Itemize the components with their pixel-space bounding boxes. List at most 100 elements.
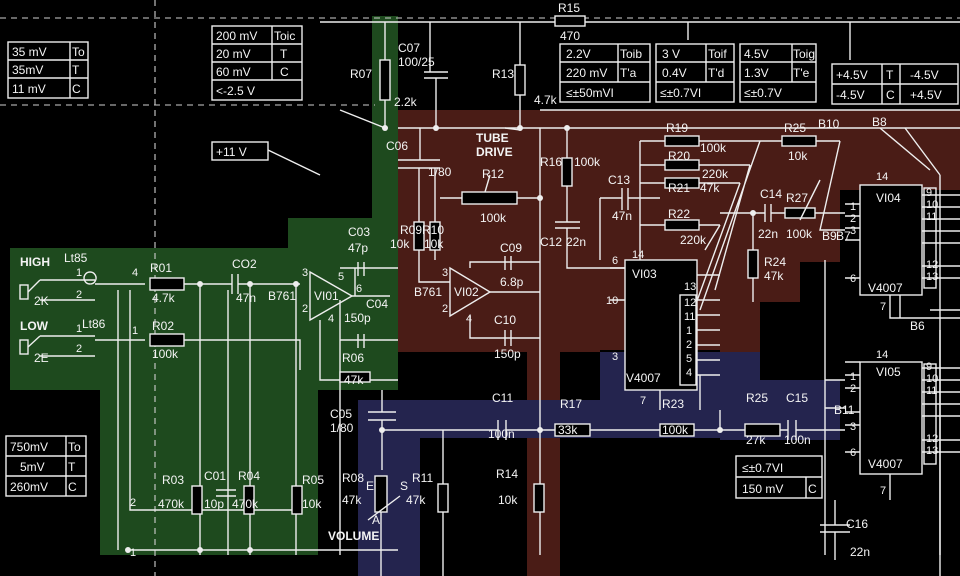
t6-r1c: -4.5V <box>910 68 939 82</box>
t7-r3a: 260mV <box>10 480 48 494</box>
table-t7 <box>5 435 87 497</box>
vi04-pin-2: 2 <box>850 213 856 225</box>
label-c09: C09 <box>500 241 522 255</box>
value-r04: 470k <box>232 497 259 511</box>
vi05-pin-10: 10 <box>926 373 938 385</box>
t7-r2b: T <box>68 460 76 474</box>
table-t2 <box>211 25 303 101</box>
chip-vi03 <box>624 259 698 391</box>
value-r23: 100k <box>662 423 689 437</box>
value-r02: 100k <box>152 347 179 361</box>
label-r04: R04 <box>238 469 260 483</box>
label-high: HIGH <box>20 255 50 269</box>
t7-r1b: To <box>68 440 81 454</box>
resistor-r14 <box>533 483 545 513</box>
t5-r3: ≤±0.7V <box>744 86 782 100</box>
label-r27: R27 <box>786 191 808 205</box>
opamp-vi02 <box>449 266 492 318</box>
value-c06: 1/80 <box>428 165 452 179</box>
label-v4007c: V4007 <box>868 457 903 471</box>
label-b6: B6 <box>910 319 925 333</box>
vi01-wiring <box>319 267 398 381</box>
vi04-pin-9: 9 <box>926 187 932 199</box>
value-r07: 2.2k <box>394 95 418 109</box>
value-c03: 47p <box>348 241 368 255</box>
pin-6: 1 <box>132 325 138 337</box>
wire-r16 <box>566 128 625 269</box>
vi03-pin-4: 4 <box>686 367 692 379</box>
value-r25a: 10k <box>788 149 808 163</box>
vi03-pin-14: 14 <box>632 249 644 261</box>
label-c13: C13 <box>608 173 630 187</box>
table-t5 <box>739 43 817 103</box>
label-r09: R09 <box>400 223 422 237</box>
t1-r3a: 11 mV <box>12 82 46 96</box>
t3-r1b: Toib <box>620 47 642 61</box>
pin-7: 2 <box>130 497 136 509</box>
label-r24: R24 <box>764 255 786 269</box>
value-r09: 10k <box>390 237 410 251</box>
wire-upper-right <box>720 140 845 555</box>
value-r22: 220k <box>680 233 707 247</box>
vi04-pins <box>845 194 960 319</box>
junction-dots <box>125 125 756 553</box>
t5-r2a: 1.3V <box>744 66 769 80</box>
wire-bottom <box>367 430 444 576</box>
value-r01: 4.7k <box>152 291 176 305</box>
vi05-pin-13: 13 <box>926 445 938 457</box>
table-t4 <box>655 43 735 103</box>
label-r19: R19 <box>666 121 688 135</box>
t4-r2b: T'd <box>708 66 724 80</box>
vi05-pin-boxes <box>923 363 937 465</box>
resistor-r07 <box>379 59 391 101</box>
vi03-pin-1: 1 <box>686 325 692 337</box>
label-c01: C01 <box>204 469 226 483</box>
vi01-pin-4: 4 <box>328 313 334 325</box>
box-11v <box>211 141 269 161</box>
resistor-r25-top <box>781 135 817 147</box>
t2-r2a: 20 mV <box>216 47 251 61</box>
t2-r1a: 200 mV <box>216 29 257 43</box>
resistor-r13 <box>514 64 526 96</box>
vi01-pin-2: 2 <box>302 303 308 315</box>
label-r10: R10 <box>422 223 444 237</box>
label-r21: R21 <box>668 181 690 195</box>
value-c05: 1/80 <box>330 421 354 435</box>
resistor-r06 <box>339 371 371 383</box>
value-co2: 47n <box>236 291 256 305</box>
label-c15: C15 <box>786 391 808 405</box>
label-b7: B7 <box>836 229 851 243</box>
value-r06: 47k <box>344 373 364 387</box>
t2-r1b: Toic <box>274 29 295 43</box>
t1-r2a: 35mV <box>12 63 43 77</box>
value-c10: 150p <box>494 347 521 361</box>
t8-r1: ≤±0.7VI <box>742 461 783 475</box>
label-vi01: VI01 <box>314 289 339 303</box>
resistor-r01 <box>149 277 185 291</box>
vi05-pin-3: 3 <box>850 421 856 433</box>
label-r16: R16 <box>540 155 562 169</box>
resistor-r05 <box>291 485 303 515</box>
label-2e: 2E <box>34 351 49 365</box>
potentiometer-r12[interactable] <box>461 191 518 205</box>
label-b9: B9 <box>822 229 837 243</box>
pin-3: 1 <box>76 323 82 335</box>
chip-vi04 <box>859 184 923 296</box>
t2-r4: <-2.5 V <box>216 84 255 98</box>
capacitor-c07 <box>424 71 448 86</box>
pin-4: 2 <box>76 343 82 355</box>
wire-b8-b6 <box>879 127 960 555</box>
vi03-pin-11: 11 <box>684 311 695 323</box>
opamp-vi01 <box>309 270 354 322</box>
label-c11: C11 <box>492 391 513 405</box>
vi03-pin-7: 7 <box>640 395 646 407</box>
label-tube: TUBE <box>476 131 509 145</box>
label-lt86: Lt86 <box>82 317 106 331</box>
resistor-r11 <box>437 483 449 513</box>
value-r05: 10k <box>302 497 322 511</box>
vi05-pin-11: 11 <box>926 385 937 397</box>
label-vi03: VI03 <box>632 267 657 281</box>
blue-zone <box>358 352 840 576</box>
value-r10: 10k <box>424 237 444 251</box>
